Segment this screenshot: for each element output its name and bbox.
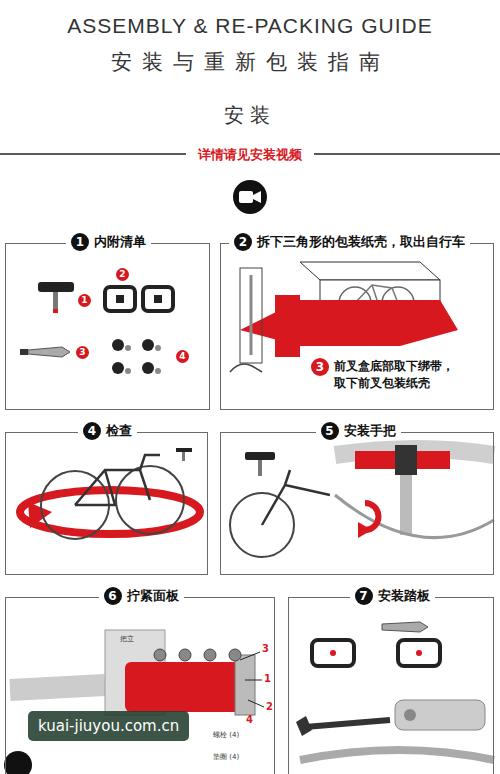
step-heading: 1 内附清单 — [66, 233, 151, 251]
callout-number: 3 — [76, 346, 89, 359]
check-art — [20, 448, 200, 539]
step-text: 内附清单 — [94, 233, 146, 251]
step-number: 2 — [234, 233, 252, 251]
callout-number: 2 — [116, 268, 129, 281]
rule-line — [0, 153, 186, 155]
part-name: 把立 — [120, 634, 134, 644]
pedal-art — [296, 622, 494, 760]
video-note: 详情请见安装视频 — [0, 146, 500, 164]
faceplate-art — [4, 630, 264, 774]
step-text: 前叉盒底部取下绑带，取下前叉包装纸壳 — [334, 358, 459, 392]
step-panel: 1内附清单 — [5, 243, 210, 410]
watermark: kuai-jiuyou.com.cn — [28, 711, 189, 741]
step-panel: 4检查 — [5, 432, 208, 575]
handlebar-art — [230, 445, 494, 557]
rule-line — [314, 153, 500, 155]
part-name: 垫圈 (4) — [213, 752, 239, 762]
callout-number: 1 — [78, 294, 91, 307]
step-panel: 5安装手把 — [220, 432, 494, 575]
step-number: 4 — [83, 422, 101, 440]
step-heading: 7 安装踏板 — [350, 587, 435, 605]
step-text: 拆下三角形的包装纸壳，取出自行车 — [257, 233, 465, 251]
callout-number: 2 — [266, 701, 273, 712]
step-number: 7 — [355, 587, 373, 605]
section-heading: 安装 — [0, 102, 500, 129]
step-panel: 2拆下三角形的包装纸壳，取出自行车3前叉盒底部取下绑带，取下前叉包装纸壳 — [220, 243, 494, 410]
step-number: 5 — [321, 422, 339, 440]
step-text: 安装踏板 — [378, 587, 430, 605]
step-note: 3 前叉盒底部取下绑带，取下前叉包装纸壳 — [311, 358, 459, 392]
step-number: 3 — [311, 358, 329, 376]
step-heading: 5 安装手把 — [316, 422, 401, 440]
step-panel: 7安装踏板 — [288, 597, 494, 774]
part-name: 螺栓 (4) — [213, 730, 239, 740]
step-heading: 6 拧紧面板 — [99, 587, 184, 605]
step-heading: 4 检查 — [78, 422, 137, 440]
unboxing-art — [230, 262, 458, 372]
step-text: 拧紧面板 — [127, 587, 179, 605]
subtitle: 安装与重新包装指南 — [0, 48, 500, 76]
callout-number: 4 — [176, 350, 189, 363]
callout-number: 3 — [262, 643, 269, 654]
video-icon — [233, 180, 267, 214]
step-text: 检查 — [106, 422, 132, 440]
step-panel: 6拧紧面板 — [5, 597, 275, 774]
parts-list-art — [20, 282, 173, 374]
callout-number: 1 — [264, 673, 271, 684]
step-heading: 2 拆下三角形的包装纸壳，取出自行车 — [229, 233, 470, 251]
step-number: 1 — [71, 233, 89, 251]
step-number: 6 — [104, 587, 122, 605]
step-text: 安装手把 — [344, 422, 396, 440]
callout-number: 4 — [246, 714, 253, 725]
page-title: ASSEMBLY & RE-PACKING GUIDE — [0, 14, 500, 38]
